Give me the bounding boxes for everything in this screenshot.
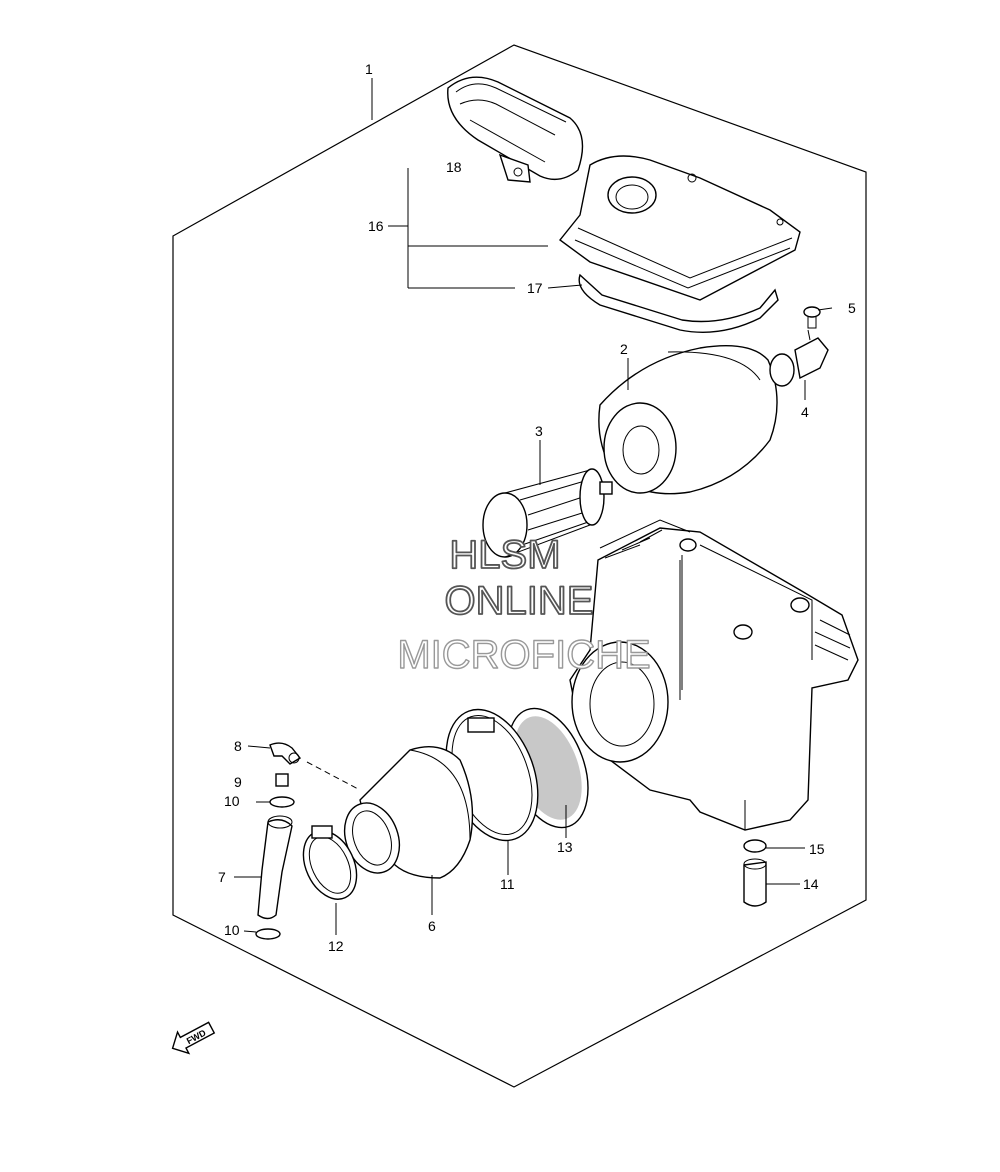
filter-element-part [598,345,778,495]
drain-tube-part [743,858,767,907]
hose-plug-part [275,773,289,787]
breather-fitting-part [769,329,829,387]
outlet-tube-part [343,746,474,879]
callout-5: 5 [848,300,856,316]
assembly-outline [172,44,867,1088]
filter-frame-part [482,468,613,558]
cover-seal-part [578,273,779,333]
hose-clip-upper-part [269,796,295,808]
callout-6: 6 [428,918,436,934]
watermark-line-2: ONLINE [445,579,594,623]
screw-part [803,306,821,329]
hose-clip-lower-part [255,928,281,940]
cleaner-cover-part [558,155,801,301]
clamp-part [302,825,358,900]
leader-lines [234,78,833,935]
hose-fitting-part [269,742,302,765]
watermark: HLSM ONLINE MICROFICHE [397,532,652,678]
callout-9: 9 [234,774,242,790]
callout-15: 15 [809,841,825,857]
callout-10-lower: 10 [224,922,240,938]
callout-labels: 1 2 3 4 5 6 7 8 9 10 10 11 12 13 14 15 1… [218,61,856,954]
fwd-arrow-icon: FWD [171,1021,216,1055]
callout-12: 12 [328,938,344,954]
callout-2: 2 [620,341,628,357]
callout-4: 4 [801,404,809,420]
cleaner-case-part [569,519,859,831]
callout-17: 17 [527,280,543,296]
callout-7: 7 [218,869,226,885]
drain-hose-part [257,815,293,920]
callout-11: 11 [500,876,515,892]
drain-clip-part [743,839,767,853]
callout-8: 8 [234,738,242,754]
callout-16: 16 [368,218,384,234]
callout-13: 13 [557,839,573,855]
callout-14: 14 [803,876,819,892]
callout-1: 1 [365,61,373,77]
callout-3: 3 [535,423,543,439]
callout-10-upper: 10 [224,793,240,809]
watermark-line-1: HLSM [449,533,560,577]
watermark-line-3: MICROFICHE [397,633,650,677]
intake-duct-part [447,76,584,183]
callout-18: 18 [446,159,462,175]
